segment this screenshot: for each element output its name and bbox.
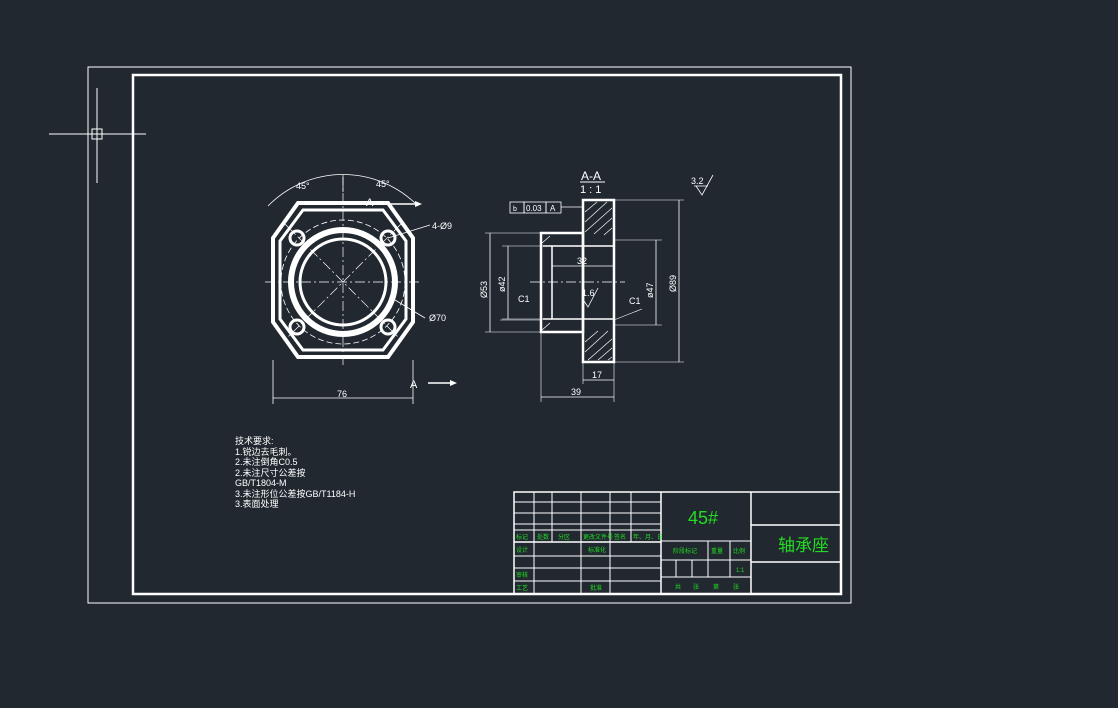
tech-line: 3.表面处理 (235, 499, 279, 509)
tolerance-value: 0.03 (526, 204, 542, 213)
title-block-text: 45# 轴承座 标记 处数 分区 更改文件号 签名 年、月、日 设计 标准化 阶… (516, 508, 829, 592)
chamfer-right: C1 (629, 296, 641, 306)
svg-text:工艺: 工艺 (516, 584, 528, 592)
centerline-diag (284, 223, 402, 341)
svg-text:张: 张 (733, 583, 739, 591)
part-name: 轴承座 (778, 536, 829, 555)
width-dim: 76 (337, 389, 347, 399)
tech-title: 技术要求: (235, 436, 274, 446)
roughness-inner: 1.6 (582, 288, 595, 298)
svg-text:分区: 分区 (558, 533, 570, 541)
crosshair-cursor-icon (49, 88, 146, 183)
tolerance-datum: A (550, 204, 556, 213)
tolerance-symbol: b (513, 206, 517, 213)
flange-outline-inner (278, 208, 408, 352)
svg-text:标记: 标记 (516, 533, 528, 541)
bore-len-dim: 32 (577, 256, 587, 266)
section-scale: 1 : 1 (580, 184, 601, 196)
tech-line: 2.未注尺寸公差按 (235, 467, 306, 478)
material-label: 45# (688, 508, 718, 528)
flange-thk-dim: 17 (592, 370, 602, 380)
title-block (513, 491, 842, 595)
angle-label-left: 45° (296, 181, 310, 191)
section-mark-bottom: A (410, 379, 418, 391)
tech-line: 3.未注形位公差按GB/T1184-H (235, 488, 356, 499)
svg-text:设计: 设计 (516, 546, 528, 554)
angle-label-right: 45° (376, 179, 390, 189)
holes-label: 4-Ø9 (432, 221, 452, 231)
od-right-dim: Ø89 (668, 275, 678, 292)
svg-text:阶段标记: 阶段标记 (673, 547, 697, 555)
tech-line: 2.未注倒角C0.5 (235, 457, 298, 467)
front-view: 45° 45° 4-Ø9 Ø70 76 A A (265, 174, 457, 404)
tech-line: 1.锐边去毛刺。 (235, 446, 297, 457)
section-view: A-A 1 : 1 b 0.03 A 3.2 (479, 169, 714, 402)
section-mark-top: A (366, 197, 374, 209)
section-title: A-A (581, 169, 601, 183)
svg-text:比例: 比例 (733, 547, 745, 555)
od-left-dim: Ø53 (479, 281, 489, 298)
total-len-dim: 39 (571, 387, 581, 397)
chamfer-left: C1 (518, 294, 530, 304)
flange-outline-outer (271, 201, 415, 359)
svg-text:第: 第 (713, 583, 719, 591)
svg-text:年、月、日: 年、月、日 (633, 533, 663, 541)
roughness-main: 3.2 (691, 176, 704, 186)
svg-text:批准: 批准 (590, 584, 602, 592)
outer-frame (87, 66, 852, 604)
angle-arc (267, 174, 419, 207)
svg-text:处数: 处数 (537, 533, 549, 541)
svg-text:1:1: 1:1 (736, 568, 745, 574)
svg-text:张: 张 (693, 583, 699, 591)
tech-line: GB/T1804-M (235, 478, 287, 488)
pcd-label: Ø70 (429, 313, 446, 323)
hole (379, 318, 397, 336)
svg-text:重量: 重量 (711, 547, 723, 555)
hole (288, 318, 306, 336)
svg-text:审核: 审核 (516, 571, 528, 579)
svg-text:更改文件号: 更改文件号 (583, 533, 613, 541)
inner-frame (131, 73, 843, 596)
centerline-diag (284, 223, 402, 341)
technical-requirements: 技术要求: 1.锐边去毛刺。 2.未注倒角C0.5 2.未注尺寸公差按 GB/T… (235, 436, 355, 510)
id-right-dim: ø47 (645, 282, 655, 298)
id-left-dim: ø42 (497, 276, 507, 292)
hole (379, 229, 397, 247)
hole (288, 229, 306, 247)
svg-text:共: 共 (675, 583, 681, 591)
svg-text:标准化: 标准化 (588, 546, 606, 554)
svg-text:签名: 签名 (614, 533, 626, 541)
